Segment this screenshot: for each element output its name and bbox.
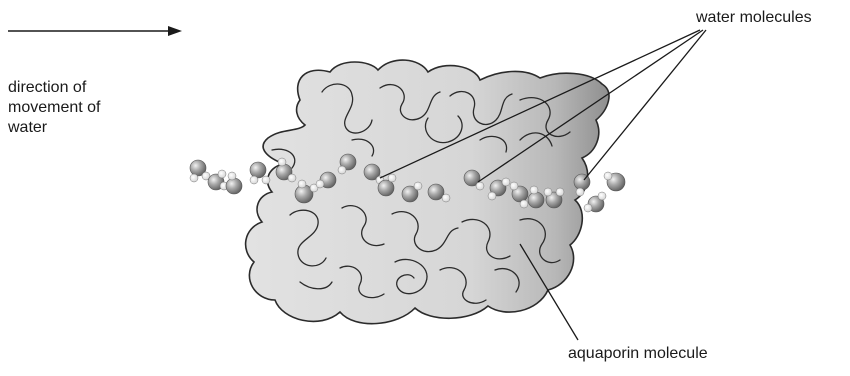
direction-label-line: movement of bbox=[8, 98, 100, 118]
arrow-right-icon bbox=[8, 26, 182, 36]
direction-label-line: water bbox=[8, 118, 100, 138]
water-molecule bbox=[190, 160, 210, 182]
water-molecule bbox=[226, 172, 242, 194]
aquaporin-molecule-label: aquaporin molecule bbox=[568, 344, 708, 364]
water-molecule bbox=[574, 174, 590, 196]
water-molecule bbox=[604, 172, 625, 191]
direction-label: direction of movement of water bbox=[8, 78, 100, 138]
water-molecule bbox=[584, 192, 606, 212]
water-molecules-label: water molecules bbox=[696, 8, 812, 28]
water-molecule bbox=[208, 170, 228, 190]
direction-label-line: direction of bbox=[8, 78, 100, 98]
water-molecule bbox=[250, 162, 270, 184]
